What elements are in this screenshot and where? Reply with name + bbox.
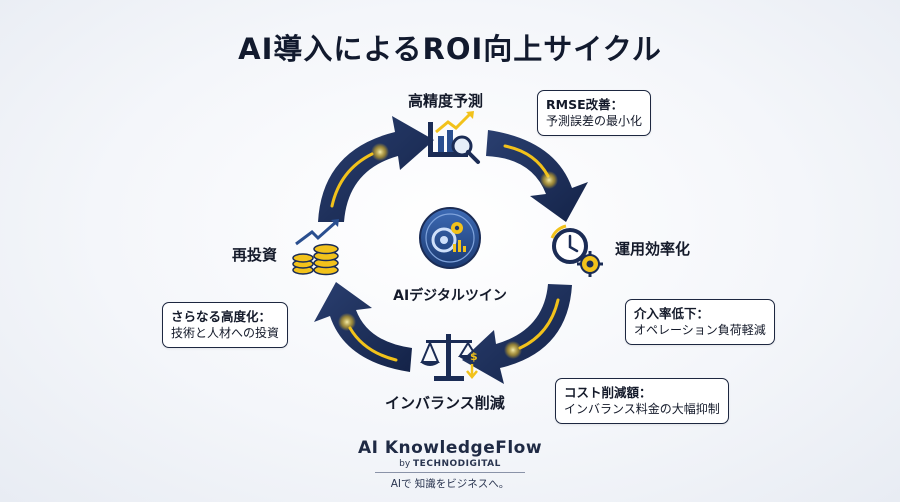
clock-gear-icon (550, 224, 603, 277)
node-label-left: 再投資 (232, 246, 278, 264)
arrow-right-to-bottom (462, 284, 572, 384)
brand-by-prefix: by (399, 459, 411, 469)
brand-footer: AI KnowledgeFlow by TECHNODIGITAL AIで 知識… (0, 438, 900, 491)
brand-tagline: AIで 知識をビジネスへ。 (390, 478, 510, 490)
callout-bottom: コスト削減額： インバランス料金の大幅抑制 (555, 378, 729, 424)
callout-top: RMSE改善： 予測誤差の最小化 (537, 90, 652, 136)
balance-scale-icon: $ (420, 334, 478, 381)
node-label-top: 高精度予測 (408, 92, 484, 110)
node-label-bottom: インバランス削減 (385, 394, 505, 412)
callout-top-body: 予測誤差の最小化 (546, 114, 643, 128)
svg-text:$: $ (470, 350, 478, 363)
brand-byline: by TECHNODIGITAL (0, 459, 900, 469)
brand-divider (375, 472, 525, 473)
callout-right-head: 介入率低下： (634, 306, 710, 321)
callout-left-body: 技術と人材への投資 (171, 326, 280, 340)
node-label-right: 運用効率化 (615, 240, 691, 258)
callout-right: 介入率低下： オペレーション負荷軽減 (625, 299, 775, 345)
chart-magnifier-icon (428, 111, 480, 164)
arrow-bottom-to-left (314, 282, 412, 372)
callout-top-head: RMSE改善： (546, 97, 624, 112)
coin-stack-growth-icon (292, 219, 339, 276)
arrow-top-to-right (486, 130, 588, 222)
callout-bottom-body: インバランス料金の大幅抑制 (564, 402, 720, 416)
diagram-title: AI導入によるROI向上サイクル (238, 32, 662, 66)
callout-bottom-head: コスト削減額： (564, 385, 652, 400)
brand-name: AI KnowledgeFlow (357, 438, 543, 458)
callout-left-head: さらなる高度化： (171, 309, 272, 324)
center-label: AIデジタルツイン (393, 288, 507, 304)
callout-right-body: オペレーション負荷軽減 (634, 323, 766, 337)
callout-left: さらなる高度化： 技術と人材への投資 (162, 302, 289, 348)
brand-company: TECHNODIGITAL (413, 459, 501, 469)
ai-chip-gear-icon (419, 207, 481, 269)
arrow-left-to-top (318, 116, 434, 222)
